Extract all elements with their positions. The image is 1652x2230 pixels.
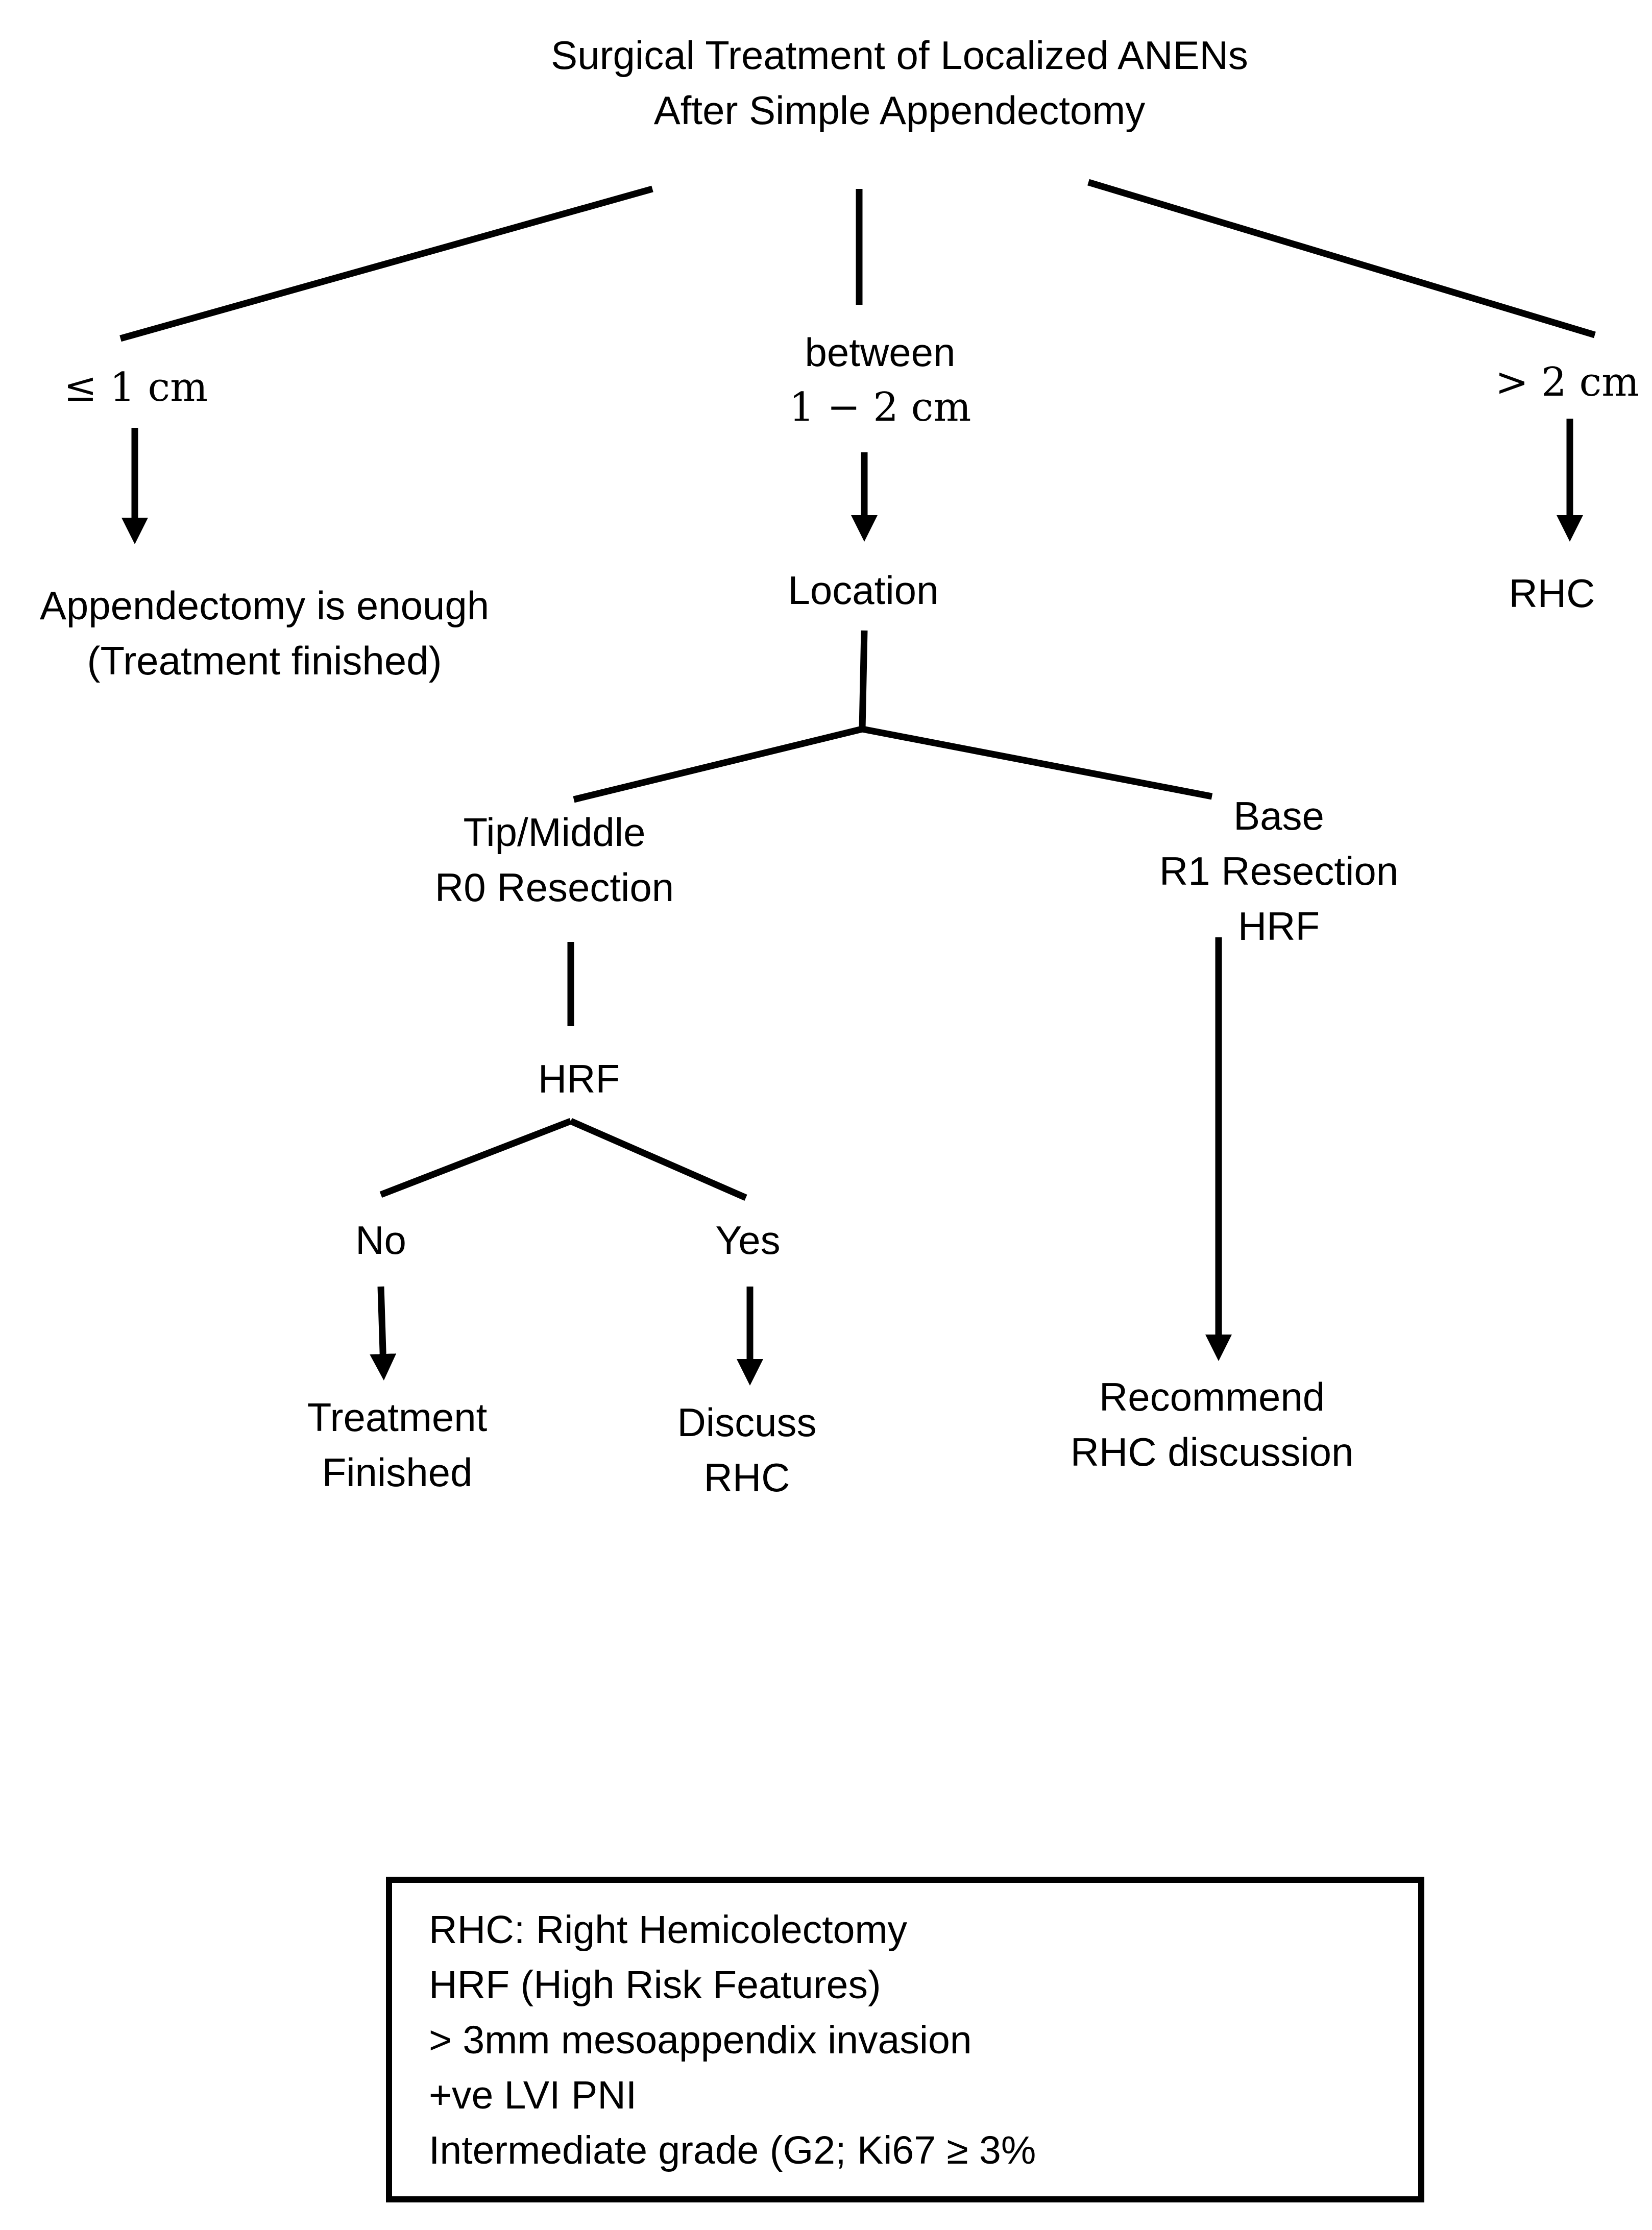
- base-line-3: HRF: [1237, 904, 1320, 949]
- recommend-line-1: Recommend: [1099, 1374, 1325, 1419]
- hrf-node-label: HRF: [538, 1056, 620, 1101]
- size-label-small: ≤ 1 cm: [64, 360, 208, 415]
- outcome-discuss-rhc: Discuss RHC: [677, 1395, 816, 1505]
- base-node: Base R1 Resection HRF: [1159, 788, 1398, 954]
- connector-location-to-tip-middle: [573, 725, 863, 803]
- legend-item: Intermediate grade (G2; Ki67 ≥ 3%: [429, 2128, 1036, 2172]
- outcome-large-label: RHC: [1509, 571, 1595, 616]
- outcome-treatment-finished: Treatment Finished: [307, 1390, 488, 1500]
- tip-middle-node: Tip/Middle R0 Resection: [435, 805, 674, 915]
- size-label-large: > 2 cm: [1495, 355, 1639, 410]
- connector-title-to-large: [1087, 179, 1596, 338]
- hrf-yes-text: Yes: [715, 1218, 781, 1263]
- outcome-small-line-2: (Treatment finished): [87, 638, 442, 683]
- title-line-1: Surgical Treatment of Localized ANENs: [551, 33, 1248, 78]
- legend-item: > 3mm mesoappendix invasion: [429, 2018, 972, 2062]
- connector-title-to-small: [119, 185, 653, 342]
- size-label-small-text: ≤ 1 cm: [63, 365, 208, 410]
- size-label-large-text: > 2 cm: [1495, 359, 1640, 405]
- arrow-no-to-finished: [370, 1286, 397, 1380]
- legend-item: RHC: Right Hemicolectomy: [429, 1908, 908, 1952]
- hrf-yes-label: Yes: [715, 1213, 780, 1268]
- recommend-line-2: RHC discussion: [1070, 1429, 1354, 1474]
- outcome-small-line-1: Appendectomy is enough: [39, 583, 490, 628]
- connector-hrf-to-no: [379, 1118, 572, 1198]
- title-line-2: After Simple Appendectomy: [653, 88, 1146, 133]
- base-line-1: Base: [1233, 793, 1324, 838]
- outcome-small: Appendectomy is enough (Treatment finish…: [40, 578, 489, 688]
- hrf-no-label: No: [355, 1213, 406, 1268]
- hrf-no-text: No: [355, 1218, 406, 1263]
- connector-location-to-base: [861, 725, 1213, 800]
- size-label-medium: between 1 − 2 cm: [789, 325, 971, 435]
- location-node-label: Location: [788, 568, 939, 613]
- outcome-large: RHC: [1509, 566, 1595, 621]
- legend-item: HRF (High Risk Features): [429, 1963, 881, 2007]
- diagram-title: Surgical Treatment of Localized ANENs Af…: [551, 28, 1248, 138]
- connector-hrf-to-yes: [569, 1118, 747, 1201]
- tip-middle-line-2: R0 Resection: [434, 865, 674, 910]
- outcome-recommend-rhc: Recommend RHC discussion: [1071, 1369, 1354, 1480]
- discuss-rhc-line-1: Discuss: [677, 1400, 817, 1445]
- tip-middle-line-1: Tip/Middle: [463, 810, 646, 855]
- discuss-rhc-line-2: RHC: [703, 1455, 790, 1500]
- location-node: Location: [788, 563, 939, 618]
- treatment-finished-line-2: Finished: [322, 1450, 473, 1495]
- size-label-medium-line-1: between: [805, 330, 956, 375]
- base-line-2: R1 Resection: [1159, 849, 1399, 893]
- legend-box: RHC: Right Hemicolectomy HRF (High Risk …: [386, 1877, 1424, 2202]
- size-label-medium-line-2: 1 − 2 cm: [789, 384, 971, 430]
- connector-location-stem: [859, 630, 868, 730]
- hrf-node: HRF: [538, 1051, 620, 1106]
- treatment-finished-line-1: Treatment: [307, 1395, 488, 1440]
- legend-item: +ve LVI PNI: [429, 2073, 637, 2117]
